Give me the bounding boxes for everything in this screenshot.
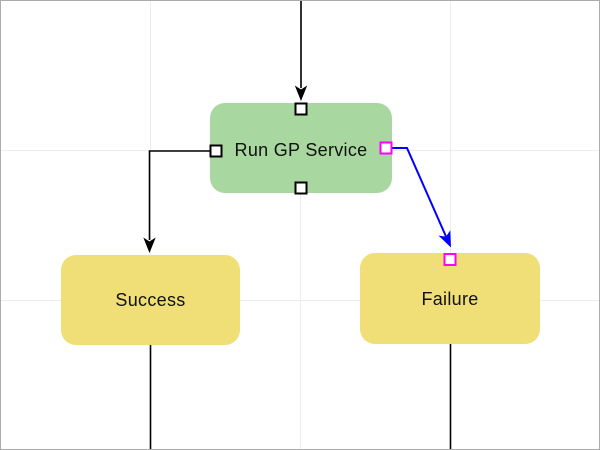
node-run-gp-service[interactable]: Run GP Service xyxy=(210,103,392,193)
node-label: Run GP Service xyxy=(235,140,368,160)
edge-run-gp-service-to-success[interactable] xyxy=(143,150,216,254)
edge-line[interactable] xyxy=(391,147,447,237)
edge-run-gp-service-to-failure-selected[interactable] xyxy=(391,147,452,248)
ports xyxy=(209,102,457,266)
port-run-gp-left[interactable] xyxy=(209,144,223,158)
arrowhead-icon[interactable] xyxy=(438,230,452,248)
node-shape[interactable] xyxy=(360,253,540,344)
node-shape[interactable] xyxy=(61,255,240,345)
port-run-gp-right-highlighted[interactable] xyxy=(379,141,393,155)
node-label: Failure xyxy=(421,289,478,309)
port-run-gp-top[interactable] xyxy=(294,102,308,116)
arrowhead-icon[interactable] xyxy=(143,237,156,254)
node-shape[interactable] xyxy=(210,103,392,193)
port-failure-top-highlighted[interactable] xyxy=(443,253,457,266)
port-run-gp-bottom[interactable] xyxy=(294,181,308,195)
edge-into-run-gp-service[interactable] xyxy=(294,0,308,102)
node-success[interactable]: Success xyxy=(61,255,240,345)
node-label: Success xyxy=(115,290,185,310)
edge-line[interactable] xyxy=(148,150,216,240)
node-failure[interactable]: Failure xyxy=(360,253,540,344)
arrowhead-icon[interactable] xyxy=(294,85,308,102)
